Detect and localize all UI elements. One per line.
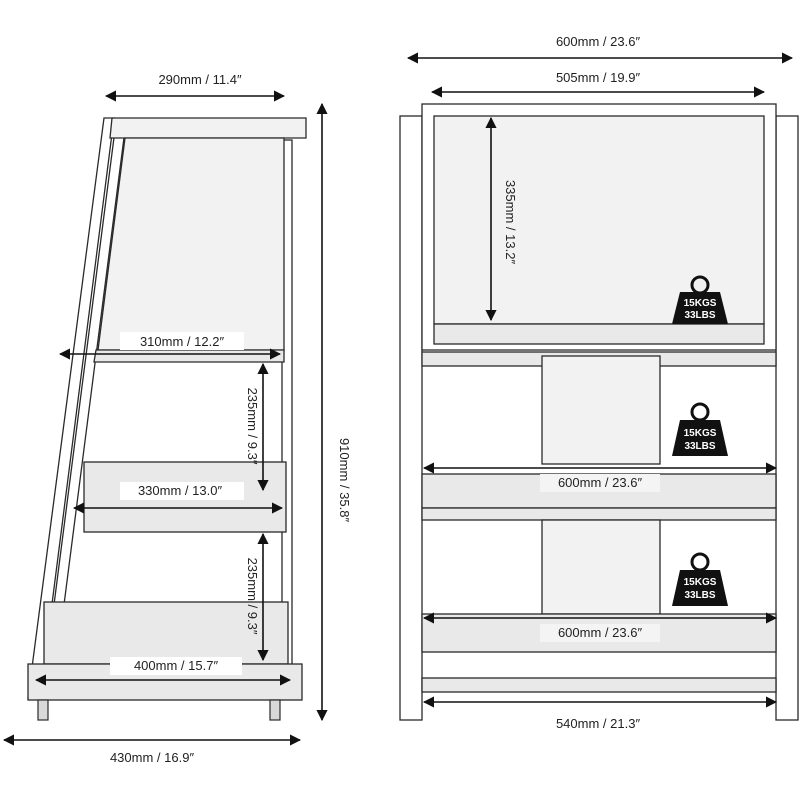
label-bg	[138, 70, 262, 88]
front-shelf2-width-label: 600mm / 23.6″	[558, 475, 642, 490]
side-shelf1-label: 310mm / 12.2″	[140, 334, 224, 349]
side-total-height-label: 910mm / 35.8″	[337, 438, 352, 522]
side-foot-left	[37, 699, 49, 721]
weight-kg-3: 15KGS	[684, 577, 717, 588]
weight-handle	[690, 552, 710, 572]
label-bg	[120, 332, 244, 350]
weight-icon	[672, 292, 728, 324]
front-shelf-2-front	[421, 507, 777, 521]
front-top-height-label: 335mm / 13.2″	[503, 180, 518, 264]
weight-icon	[672, 420, 728, 456]
label-bg	[540, 624, 660, 642]
label-bg	[540, 474, 660, 492]
front-back-panel-1	[541, 355, 661, 465]
side-view: 290mm / 11.4″ 310mm / 12.2″ 235mm / 9.3″…	[2, 70, 352, 765]
label-bg	[120, 482, 244, 500]
weight-badge-3: 15KGS 33LBS	[672, 552, 728, 606]
side-shelf3-label: 400mm / 15.7″	[134, 658, 218, 673]
front-bottom-width-label: 540mm / 21.3″	[556, 716, 640, 731]
side-shelf2-label: 330mm / 13.0″	[138, 483, 222, 498]
front-top-inner-label: 505mm / 19.9″	[556, 70, 640, 85]
weight-badge-2: 15KGS 33LBS	[672, 402, 728, 456]
weight-kg-1: 15KGS	[684, 298, 717, 309]
side-foot-right	[269, 699, 281, 721]
weight-icon	[672, 570, 728, 606]
side-shelf-1	[93, 349, 285, 363]
front-back-panel-2	[541, 519, 661, 615]
side-top-panel	[97, 137, 285, 351]
side-base-label: 430mm / 16.9″	[110, 750, 194, 765]
side-shelf-3	[43, 601, 289, 665]
front-view: 15KGS 33LBS 15KGS 33LBS 15KGS 33LBS 600m…	[399, 34, 799, 731]
side-top-depth-label: 290mm / 11.4″	[158, 72, 242, 87]
front-leg-right	[775, 115, 799, 721]
weight-badge-1: 15KGS 33LBS	[672, 275, 728, 324]
front-leg-left	[399, 115, 423, 721]
weight-lbs-2: 33LBS	[684, 441, 715, 452]
front-shelf3-width-label: 600mm / 23.6″	[558, 625, 642, 640]
side-top-board	[109, 117, 307, 139]
weight-lbs-3: 33LBS	[684, 590, 715, 601]
front-bottom-rail	[421, 677, 777, 693]
side-gap2-label: 235mm / 9.3″	[245, 558, 260, 635]
weight-handle	[690, 402, 710, 422]
front-top-box-floor	[433, 323, 765, 345]
weight-kg-2: 15KGS	[684, 428, 717, 439]
front-overall-width-label: 600mm / 23.6″	[556, 34, 640, 49]
weight-lbs-1: 33LBS	[684, 310, 715, 321]
label-bg	[110, 657, 242, 675]
side-gap1-label: 235mm / 9.3″	[245, 388, 260, 465]
